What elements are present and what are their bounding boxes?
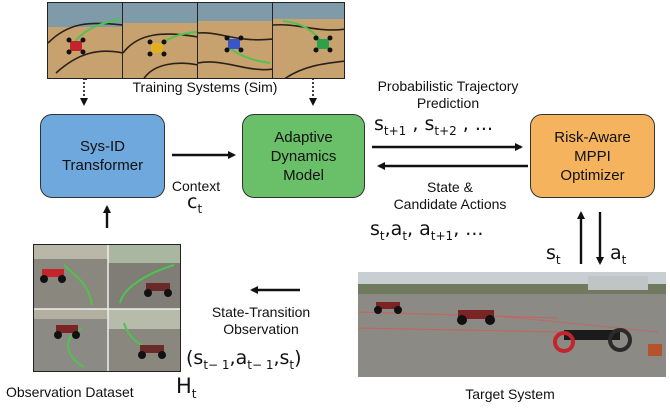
mppi-line1: Risk-Aware <box>554 128 631 146</box>
pred-s1: s <box>374 113 384 135</box>
tr-open: ( <box>186 347 194 369</box>
pred-sep: , <box>406 113 419 135</box>
tr-close: ) <box>294 347 302 369</box>
tr-s2-sub: t <box>289 357 295 372</box>
pred-tail: , ... <box>456 113 494 135</box>
transition-line2: Observation <box>223 321 299 337</box>
state-a1-sub: t <box>402 228 408 243</box>
prediction-line2: Prediction <box>416 95 480 111</box>
state-tail: , ... <box>453 218 484 240</box>
tr-s1: s <box>193 347 204 369</box>
sim-panel-1 <box>48 3 123 78</box>
prediction-line1: Probabilistic Trajectory <box>377 78 519 94</box>
state-s-sub: t <box>379 228 385 243</box>
transition-math: (st− 1,at− 1,st) <box>186 347 302 372</box>
prediction-label: Probabilistic Trajectory Prediction <box>350 78 546 112</box>
tr-a: a <box>235 347 248 369</box>
observation-dataset-grid <box>33 244 181 372</box>
sim-panel-4 <box>273 3 344 78</box>
transition-label: State-Transition Observation <box>196 304 326 338</box>
sim-panel-3 <box>198 3 273 78</box>
dataset-caption: Observation Dataset Ht <box>6 376 206 402</box>
sim-strip <box>47 2 345 79</box>
state-math: st,at, at+1, ... <box>370 218 483 243</box>
state-line1: State & <box>427 179 473 195</box>
pred-s2: s <box>424 113 435 135</box>
target-system-photo <box>358 272 666 377</box>
feedback-a-sub: t <box>621 252 627 267</box>
state-a1: a <box>390 218 403 240</box>
state-feedback-label: st <box>546 242 561 267</box>
sysid-transformer-box: Sys-ID Transformer <box>40 114 165 198</box>
tr-comma-2: , <box>273 347 280 369</box>
action-feedback-label: at <box>610 242 626 267</box>
tr-s1-sub: t− 1 <box>203 357 230 372</box>
state-a2-sub: t+1 <box>430 228 454 243</box>
mppi-line2: MPPI <box>574 147 611 165</box>
dynamics-line1: Adaptive <box>274 128 333 146</box>
state-line2: Candidate Actions <box>393 196 507 212</box>
context-label: Context <box>171 178 221 194</box>
feedback-s-sub: t <box>555 252 561 267</box>
dynamics-line2: Dynamics <box>270 147 337 165</box>
context-c-sub: t <box>197 201 203 216</box>
target-caption: Target System <box>465 386 555 402</box>
pred-s1-sub: t+1 <box>383 123 407 138</box>
tr-a-sub: t− 1 <box>247 357 274 372</box>
sysid-line2: Transformer <box>61 157 144 174</box>
state-comma-2: , <box>407 218 414 240</box>
dataset-label: Observation Dataset <box>6 384 134 400</box>
state-s: s <box>370 218 380 240</box>
feedback-a: a <box>610 242 622 264</box>
state-label: State & Candidate Actions <box>370 179 530 213</box>
transition-line1: State-Transition <box>211 304 311 320</box>
sim-panel-2 <box>123 3 198 78</box>
context-var: ct <box>187 191 202 216</box>
tr-s2: s <box>279 347 290 369</box>
feedback-s: s <box>546 242 556 264</box>
dataset-var: Ht <box>176 376 197 403</box>
context-c: c <box>187 191 198 213</box>
dataset-h: H <box>176 374 192 398</box>
state-comma-1: , <box>384 218 391 240</box>
mppi-line3: Optimizer <box>560 166 625 184</box>
dataset-h-sub: t <box>191 387 197 402</box>
state-a2: a <box>419 218 431 240</box>
dynamics-line3: Model <box>283 166 324 184</box>
prediction-math: st+1 , st+2 , ... <box>374 113 493 138</box>
tr-comma-1: , <box>229 347 236 369</box>
training-caption: Training Systems (Sim) <box>132 79 278 95</box>
pred-s2-sub: t+2 <box>434 123 457 138</box>
sysid-line1: Sys-ID <box>80 138 125 155</box>
